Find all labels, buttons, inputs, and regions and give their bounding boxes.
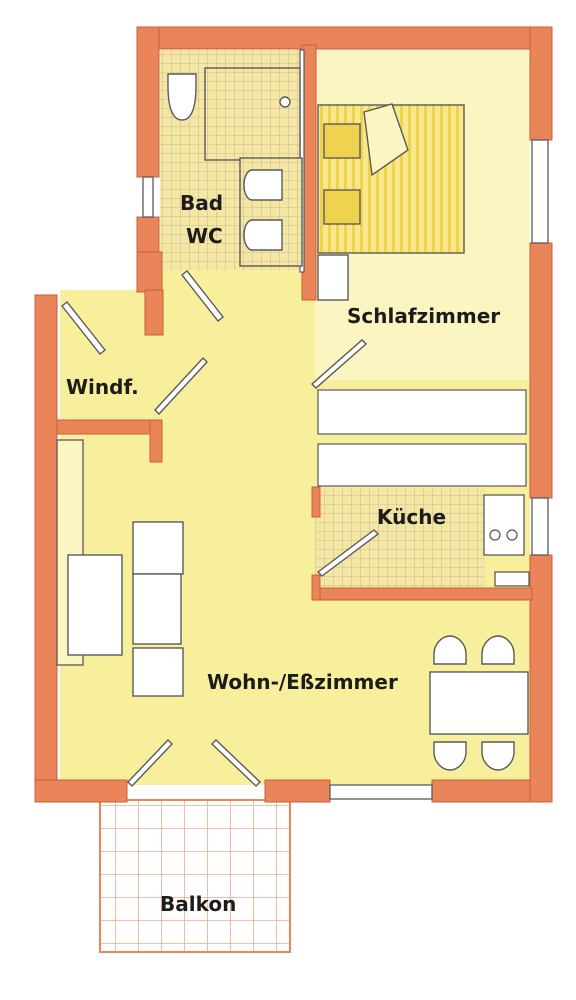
dining-table [429, 671, 529, 735]
pillow-1 [323, 123, 361, 159]
wall-windfang-right [149, 419, 163, 463]
door-windfang-left [61, 301, 106, 355]
wall-bath-left [136, 26, 160, 178]
wall-door-stub [144, 289, 164, 336]
wall-bottom-left [34, 779, 128, 803]
kitchen-counter [483, 494, 525, 556]
armchair-top [132, 521, 184, 575]
wall-right-bottom [529, 554, 553, 803]
partitions [299, 49, 527, 487]
bathroom-fixtures [167, 67, 303, 267]
doors [61, 270, 380, 788]
armchair-bottom [132, 647, 184, 697]
wardrobe-upper [317, 389, 527, 435]
room-label-schlafzimmer: Schlafzimmer [347, 304, 501, 328]
walls [34, 26, 553, 803]
room-label-windfang: Windf. [66, 375, 139, 399]
stove-burner-icon-2 [506, 529, 518, 541]
wardrobe-lower [317, 443, 527, 487]
door-windfang-right [154, 356, 208, 416]
window-bedroom [531, 139, 549, 244]
wall-left [34, 294, 58, 801]
toilet-icon [167, 73, 197, 121]
door-balcony-left [127, 738, 173, 788]
pillow-2 [323, 189, 361, 225]
stove-burner-icon-1 [489, 529, 501, 541]
dining-chair-3 [433, 741, 467, 771]
wall-kitchen-left-lower [311, 574, 321, 601]
wall-bath-corner [136, 251, 163, 293]
room-label-bad: Bad [180, 191, 224, 215]
wall-top [136, 26, 553, 50]
room-label-wc: WC [186, 224, 223, 248]
dining-chair-4 [481, 741, 515, 771]
kitchen-floor [315, 488, 485, 590]
window-bath [142, 176, 154, 218]
bathtub [204, 67, 301, 161]
sofa [67, 554, 123, 656]
shower-head-icon [279, 96, 291, 108]
coffee-table [132, 573, 182, 645]
kitchen-fixtures [483, 494, 530, 587]
bedroom-furniture [317, 103, 465, 301]
wall-right-top [529, 26, 553, 141]
wall-kitchen-bottom [311, 587, 533, 601]
dining-chair-2 [481, 635, 515, 665]
dining-chair-1 [433, 635, 467, 665]
room-label-balkon: Balkon [160, 892, 237, 916]
blanket-fold [363, 103, 409, 177]
door-bath [181, 270, 224, 322]
nightstand [317, 254, 349, 301]
window-kitchen [531, 497, 549, 556]
door-kitchen [316, 529, 380, 577]
door-balcony-right [210, 739, 262, 787]
wall-right-mid [529, 242, 553, 499]
balcony-floor [99, 799, 291, 953]
room-label-kueche: Küche [377, 505, 447, 529]
sink-lower-icon [243, 219, 283, 251]
fridge [494, 571, 530, 587]
living-furniture [67, 521, 529, 771]
door-bedroom [310, 339, 368, 389]
wall-windfang-lower [56, 419, 156, 435]
sink-upper-icon [243, 169, 283, 201]
wall-bottom-mid [264, 779, 331, 803]
room-label-wohn-ess: Wohn-/Eßzimmer [207, 670, 398, 694]
wall-kitchen-left [311, 486, 321, 518]
window-living [329, 784, 433, 800]
